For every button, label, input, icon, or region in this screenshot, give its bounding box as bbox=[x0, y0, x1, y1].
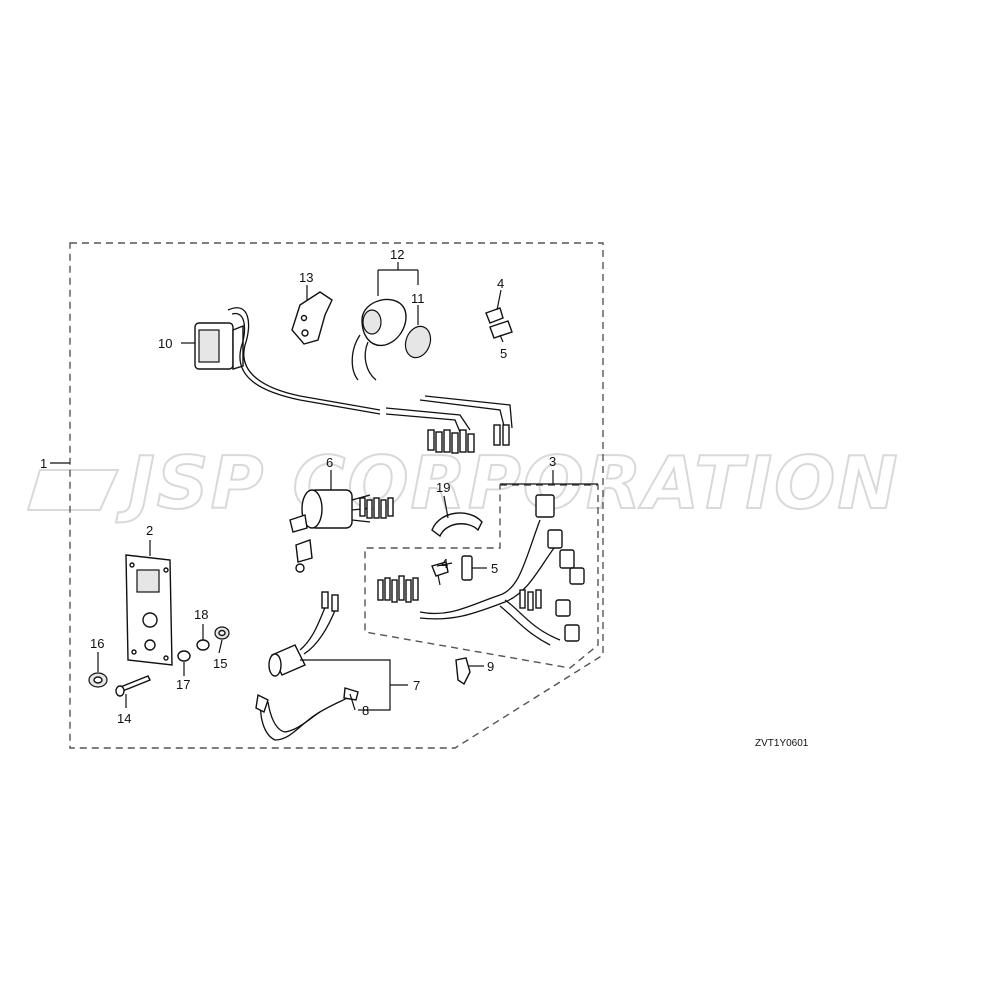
callout-5-mid: 5 bbox=[491, 561, 498, 576]
callout-9: 9 bbox=[487, 659, 494, 674]
part-16-nut bbox=[88, 672, 108, 688]
callout-15: 15 bbox=[213, 656, 227, 671]
callout-11: 11 bbox=[411, 291, 425, 306]
part-18-washer bbox=[196, 639, 210, 651]
callout-14: 14 bbox=[117, 711, 131, 726]
watermark-logo: JSP CORPORATION bbox=[26, 440, 900, 526]
part-5-sleeve-top bbox=[489, 320, 513, 339]
part-12-buzzer bbox=[351, 298, 407, 381]
part-11-cap bbox=[404, 325, 432, 359]
part-14-screw bbox=[115, 675, 151, 697]
callout-10: 10 bbox=[158, 336, 172, 351]
part-10-switch bbox=[194, 307, 381, 415]
part-9-clip bbox=[455, 657, 471, 686]
callout-12: 12 bbox=[390, 247, 404, 262]
callout-6: 6 bbox=[326, 455, 333, 470]
callout-3: 3 bbox=[549, 454, 556, 469]
callout-4-top: 4 bbox=[497, 276, 504, 291]
part-4-screw-top bbox=[485, 307, 504, 324]
callout-13: 13 bbox=[299, 270, 313, 285]
part-3-harness bbox=[377, 494, 585, 646]
drawing-code: ZVT1Y0601 bbox=[755, 738, 809, 749]
callout-19: 19 bbox=[436, 480, 450, 495]
callout-8: 8 bbox=[362, 703, 369, 718]
part-7-stop-switch bbox=[268, 591, 339, 677]
part-15-nut bbox=[214, 626, 230, 640]
part-17-washer bbox=[177, 650, 191, 662]
part-2-panel bbox=[125, 554, 173, 666]
part-4-screw-mid bbox=[431, 561, 449, 586]
callout-1: 1 bbox=[40, 456, 47, 471]
part-8-lanyard bbox=[255, 687, 359, 741]
kit-outline bbox=[69, 242, 604, 749]
part-5-sleeve-mid bbox=[461, 555, 473, 581]
harness-outline bbox=[364, 484, 599, 669]
part-6-key-switch bbox=[289, 489, 394, 573]
callout-2: 2 bbox=[146, 523, 153, 538]
callout-5-top: 5 bbox=[500, 346, 507, 361]
leader-lines bbox=[50, 262, 598, 711]
part-10-cable-connectors bbox=[385, 395, 513, 454]
part-13-bracket bbox=[291, 291, 333, 345]
watermark-mark bbox=[26, 469, 120, 511]
callout-7: 7 bbox=[413, 678, 420, 693]
watermark-text: JSP CORPORATION bbox=[116, 441, 900, 525]
callout-labels: 1 2 3 4 4 5 5 6 7 8 9 10 11 12 13 14 15 … bbox=[40, 247, 556, 726]
part-19-clamp bbox=[431, 512, 483, 538]
callout-17: 17 bbox=[176, 677, 190, 692]
callout-18: 18 bbox=[194, 607, 208, 622]
callout-4-mid: 4 bbox=[441, 556, 448, 571]
callout-16: 16 bbox=[90, 636, 104, 651]
